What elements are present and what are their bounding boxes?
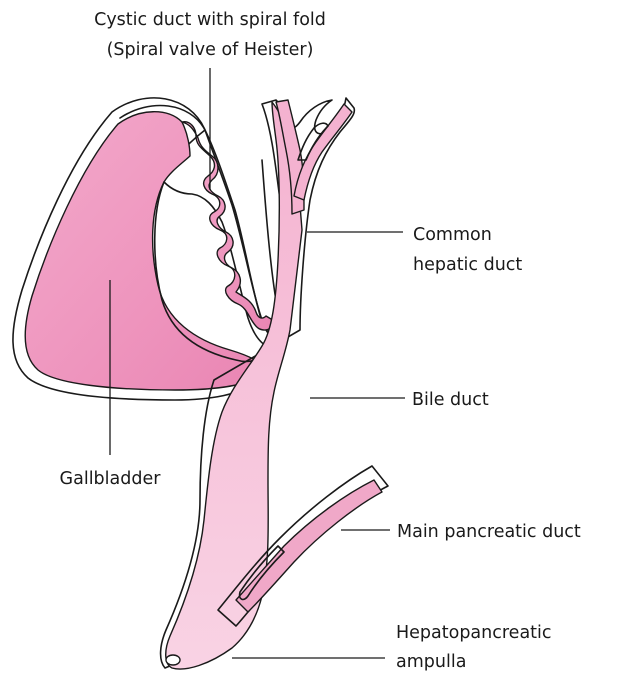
label-cystic-duct-line2: (Spiral valve of Heister) [107, 40, 314, 60]
label-cystic-duct-line1: Cystic duct with spiral fold [94, 10, 326, 30]
label-common-hepatic-line1: Common [413, 225, 492, 245]
duodenal-papilla-opening [166, 655, 180, 665]
label-ampulla-line2: ampulla [396, 652, 466, 672]
cystic-duct-spiral-fold [182, 122, 276, 330]
label-common-hepatic-line2: hepatic duct [413, 255, 522, 275]
label-bile-duct: Bile duct [412, 390, 489, 410]
label-ampulla-line1: Hepatopancreatic [396, 623, 552, 643]
label-gallbladder: Gallbladder [60, 469, 162, 489]
label-main-pancreatic-duct: Main pancreatic duct [397, 522, 581, 542]
